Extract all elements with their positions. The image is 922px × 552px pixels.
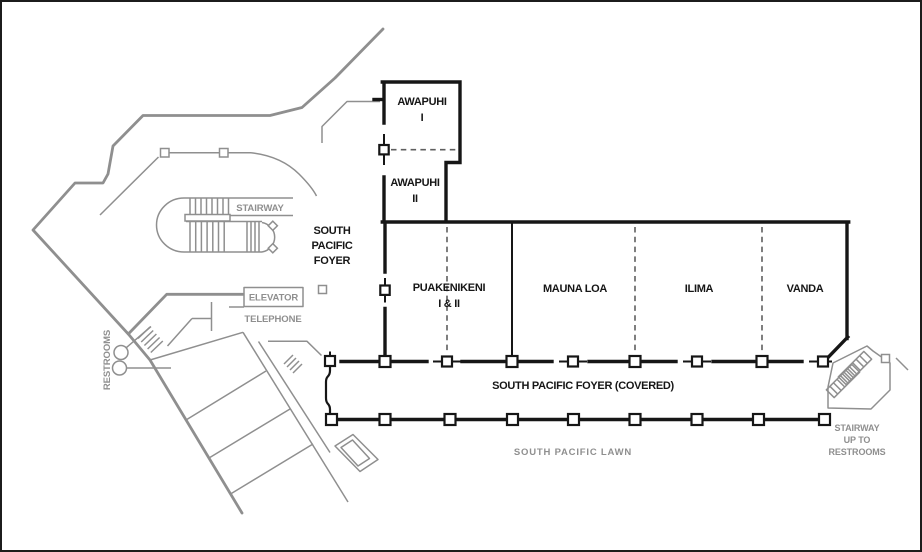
outer-boundary-wall — [31, 27, 385, 515]
room-label-mauna-loa: MAUNA LOA — [543, 283, 607, 295]
lawn-edge-square — [443, 412, 457, 427]
zigzag-path — [324, 366, 332, 414]
stairway-up-icon — [825, 345, 909, 410]
stairway-outline — [155, 197, 293, 253]
lawn-edge-square — [751, 412, 766, 427]
wall-square — [505, 354, 519, 369]
area-label-covered-foyer: SOUTH PACIFIC FOYER (COVERED) — [492, 380, 674, 392]
facility-label-stairway-up-line1: STAIRWAY — [834, 423, 879, 433]
covered-foyer-west-boundary — [323, 351, 337, 414]
room-label-awapuhi-1-line2: I — [421, 112, 424, 124]
awapuhi-rooms — [372, 80, 462, 223]
door-marker — [440, 355, 454, 368]
stairway-treads-upper — [189, 198, 230, 214]
notch-inner-rect — [340, 439, 371, 467]
facility-label-stairway-up-line2: UP TO — [844, 435, 871, 445]
elevator-wall — [126, 292, 245, 336]
stairway-up-post — [880, 353, 891, 364]
wall-square — [755, 354, 769, 369]
elevator-box — [243, 286, 304, 308]
facility-label-restrooms: RESTROOMS — [102, 330, 113, 390]
dividers-dashed — [446, 227, 763, 351]
background-building-outline — [31, 27, 385, 515]
building-steps-hatch — [283, 354, 303, 374]
facility-label-telephone: TELEPHONE — [244, 314, 301, 325]
door-marker — [816, 355, 830, 368]
telephone-wall — [166, 302, 213, 347]
upper-thin-wall — [321, 100, 380, 143]
restroom-door-circle-1 — [113, 344, 129, 361]
room-label-awapuhi-2-line1: AWAPUHI — [390, 177, 439, 189]
facility-label-elevator: ELEVATOR — [249, 293, 299, 304]
labels: AWAPUHI I AWAPUHI II PUAKENIKENI I & II … — [102, 96, 886, 458]
zigzag-top-square — [323, 354, 337, 368]
room-label-puakenikeni-line1: PUAKENIKENI — [413, 282, 486, 294]
stairway-up-rail-stub — [895, 357, 909, 371]
wall-square — [378, 354, 392, 369]
area-label-foyer-line3: FOYER — [314, 255, 351, 267]
building-top-edge — [149, 331, 244, 361]
door-marker — [690, 355, 704, 368]
area-label-lawn: SOUTH PACIFIC LAWN — [514, 447, 632, 458]
area-label-foyer-line1: SOUTH — [313, 225, 350, 237]
facility-label-stairway-up-line3: RESTROOMS — [828, 447, 885, 457]
lawn-edge-square — [324, 412, 339, 427]
lawn-edge-square — [817, 412, 832, 427]
newel-post-top — [267, 220, 279, 232]
post-square-left — [159, 147, 170, 158]
room-label-vanda: VANDA — [787, 283, 824, 295]
door-marker — [566, 355, 580, 368]
awapuhi-1-walls — [380, 80, 462, 223]
room-label-puakenikeni-line2: I & II — [438, 298, 460, 310]
restroom-door-circle-2 — [111, 360, 128, 376]
notch-outer-rect — [334, 433, 379, 473]
awapuhi-door-marker — [378, 143, 390, 156]
restroom-steps-hatch — [137, 326, 164, 354]
lawn-edge-square — [628, 412, 642, 427]
stairway-up-outline — [827, 345, 891, 410]
newel-post-bottom — [267, 242, 279, 254]
room-row-bottom-wall — [339, 354, 832, 369]
stairway-landing-rail — [184, 213, 231, 222]
lawn-edge-square — [566, 412, 581, 427]
building-inner-edge — [257, 341, 331, 453]
stairway-treads-lower — [189, 221, 260, 252]
building-dividers — [185, 370, 314, 495]
building-far-edge — [242, 331, 349, 503]
lawn-edge-square — [505, 412, 520, 427]
room-row-right-wall — [826, 221, 851, 359]
room-label-awapuhi-2-line2: II — [412, 193, 418, 205]
building-connector — [268, 340, 323, 357]
area-label-foyer-line2: PACIFIC — [311, 240, 352, 252]
post-square-right — [218, 147, 229, 158]
wall-square — [628, 354, 642, 369]
curved-wall — [250, 151, 318, 197]
column-square — [317, 284, 328, 295]
elevator-telephone-restrooms — [111, 284, 328, 376]
stairway-up-flight-2 — [825, 363, 861, 399]
lawn-edge-square — [690, 412, 704, 427]
stairway-end-cap — [261, 221, 276, 253]
room-label-ilima: ILIMA — [685, 283, 714, 295]
room-label-awapuhi-1-line1: AWAPUHI — [397, 96, 446, 108]
facility-label-stairway: STAIRWAY — [236, 203, 284, 214]
stairway-icon — [155, 197, 293, 254]
covered-foyer-lawn-edge — [324, 412, 832, 427]
diagonal-rail-line — [99, 156, 160, 216]
left-door-marker — [379, 284, 391, 296]
meeting-room-row — [379, 220, 851, 359]
diagonal-building — [149, 331, 379, 503]
lawn-edge-square — [378, 412, 392, 427]
